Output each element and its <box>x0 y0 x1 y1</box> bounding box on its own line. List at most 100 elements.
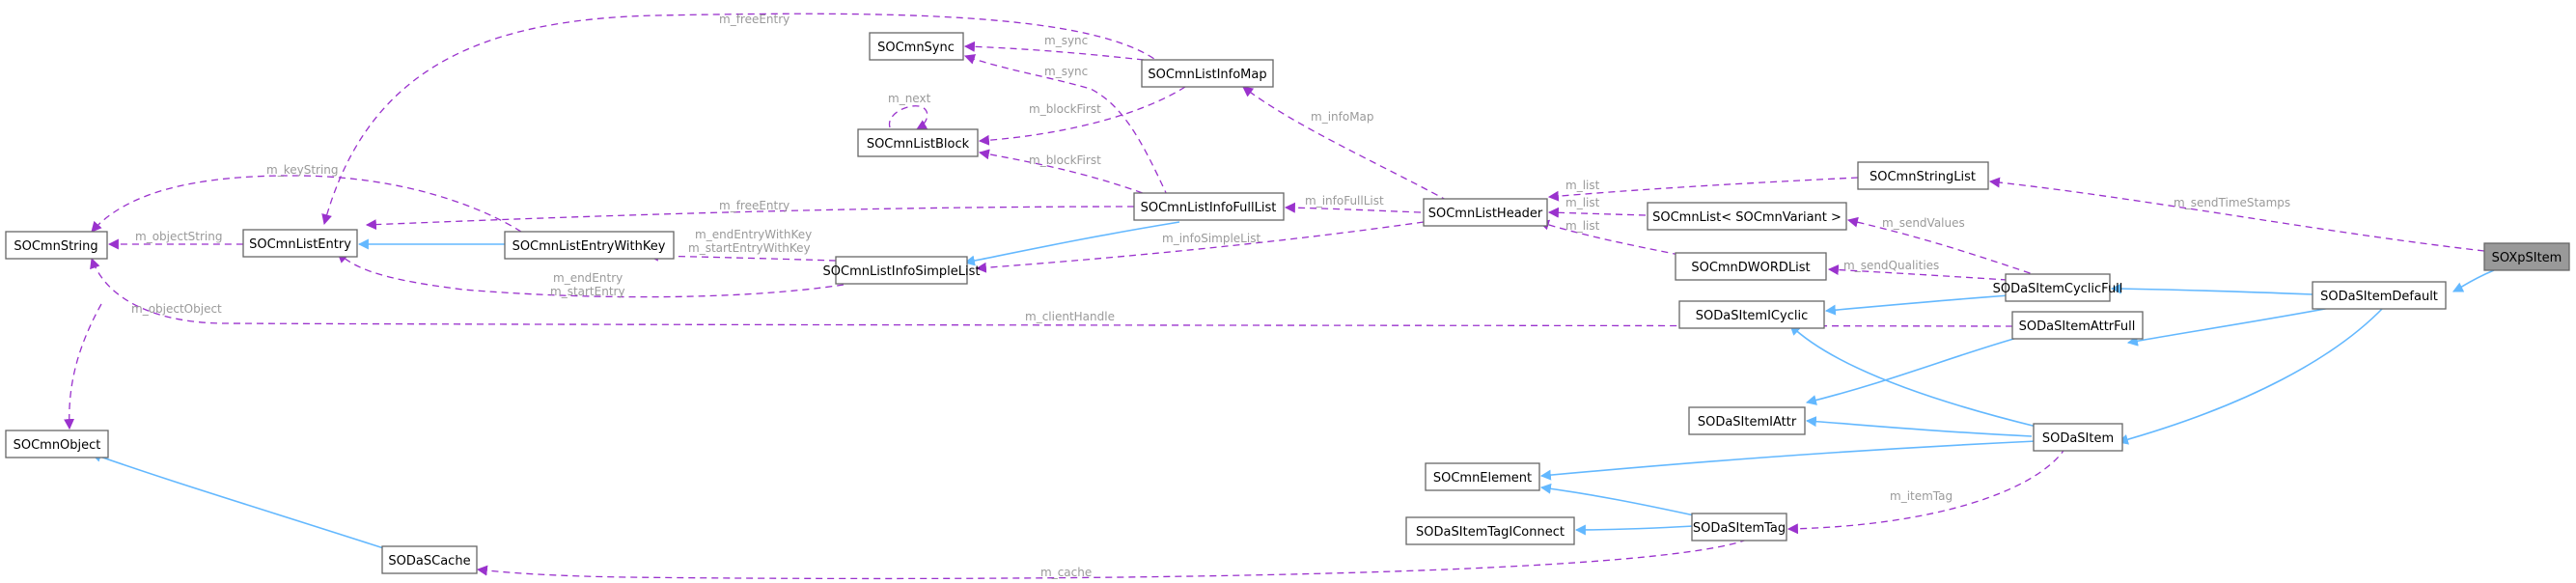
edge-m-sync-map <box>963 41 1145 61</box>
edge-m-sendTimeStamps <box>1988 177 2485 252</box>
label-m-endEntryWithKey: m_endEntryWithKey <box>695 228 812 241</box>
label-m-infoFullList: m_infoFullList <box>1305 194 1384 208</box>
node-label: SOCmnDWORDList <box>1691 261 1810 275</box>
edge-m-freeEntry-map <box>321 13 1164 226</box>
node-SODaSItemAttrFull[interactable]: SODaSItemAttrFull <box>2011 311 2144 340</box>
edge-m-itemTag <box>1787 447 2066 535</box>
edge-m-list-stringlist <box>1547 177 1859 202</box>
edge-m-infoFullList <box>1284 202 1422 213</box>
node-SODaSCache[interactable]: SODaSCache <box>381 545 478 574</box>
edge-m-list-dword <box>1537 219 1680 256</box>
label-m-clientHandle: m_clientHandle <box>1025 310 1115 323</box>
label-m-sendTimeStamps: m_sendTimeStamps <box>2174 196 2290 209</box>
label-m-list-dword: m_list <box>1565 219 1600 233</box>
label-m-sync-full: m_sync <box>1044 65 1088 78</box>
edge-m-blockFirst-map <box>978 86 1186 146</box>
node-SOCmnSync[interactable]: SOCmnSync <box>869 32 964 61</box>
edge-m-clientHandle <box>90 257 2013 327</box>
node-label: SOCmnListInfoSimpleList <box>823 264 981 279</box>
node-SOXpSItem[interactable]: SOXpSItem <box>2483 242 2570 271</box>
edge-m-infoSimpleList <box>975 221 1425 273</box>
label-m-endEntry: m_endEntry <box>553 271 623 285</box>
label-m-list-variant: m_list <box>1565 196 1600 209</box>
edge-default-to-attrfull <box>2126 306 2337 347</box>
node-SOCmnObject[interactable]: SOCmnObject <box>5 430 109 458</box>
node-SOCmnListInfoFullList[interactable]: SOCmnListInfoFullList <box>1133 192 1285 221</box>
node-SOCmnStringList[interactable]: SOCmnStringList <box>1857 161 1989 190</box>
edge-cache-to-object <box>90 452 397 553</box>
node-label: SOCmnListInfoMap <box>1148 68 1266 82</box>
node-label: SODaSItemDefault <box>2320 290 2438 304</box>
node-label: SODaSItemIAttr <box>1698 415 1797 430</box>
node-label: SODaSItemCyclicFull <box>1993 282 2123 296</box>
node-SOCmnListInfoSimpleList[interactable]: SOCmnListInfoSimpleList <box>823 256 981 285</box>
node-label: SOCmnElement <box>1433 471 1532 486</box>
edge-attrfull-to-iattr <box>1805 337 2018 405</box>
label-m-sendValues: m_sendValues <box>1882 216 1965 230</box>
node-SOCmnElement[interactable]: SOCmnElement <box>1425 462 1540 491</box>
edge-sitem-to-icyclic <box>1789 324 2037 428</box>
label-m-next: m_next <box>888 92 931 105</box>
edge-tag-to-element <box>1539 483 1700 517</box>
edge-cyclicfull-to-icyclic <box>1824 294 2010 316</box>
edge-default-to-cyclicfull <box>2110 283 2313 295</box>
node-label: SOCmnList< SOCmnVariant > <box>1652 210 1842 225</box>
node-SOCmnListVariant[interactable]: SOCmnList< SOCmnVariant > <box>1647 202 1847 231</box>
edge-m-next-self <box>888 105 928 130</box>
label-m-freeEntry-map: m_freeEntry <box>719 13 789 26</box>
node-SODaSItemTagIConnect[interactable]: SODaSItemTagIConnect <box>1405 516 1575 545</box>
node-SODaSItemDefault[interactable]: SODaSItemDefault <box>2312 281 2447 310</box>
node-SODaSItemIAttr[interactable]: SODaSItemIAttr <box>1688 406 1806 435</box>
node-label: SODaSItemTag <box>1693 521 1786 536</box>
edge-sitem-to-iattr <box>1805 416 2033 437</box>
edge-m-endEntryWithKey <box>647 250 837 262</box>
node-SOCmnListEntry[interactable]: SOCmnListEntry <box>242 229 358 258</box>
edge-m-freeEntry-full <box>365 206 1135 231</box>
edge-tag-to-tagiconnect <box>1574 524 1695 536</box>
node-SODaSItemCyclicFull[interactable]: SODaSItemCyclicFull <box>1993 273 2123 302</box>
node-SODaSItem[interactable]: SODaSItem <box>2033 423 2123 452</box>
label-m-sendQualities: m_sendQualities <box>1843 259 1939 272</box>
edge-m-keyString <box>91 175 522 233</box>
node-label: SOCmnSync <box>877 41 955 55</box>
label-m-blockFirst-map: m_blockFirst <box>1029 102 1101 116</box>
edge-m-sendQualities <box>1827 264 2008 281</box>
edge-xpsitem-to-default <box>2452 269 2495 292</box>
node-label: SODaSItemTagIConnect <box>1416 525 1565 540</box>
label-m-startEntry: m_startEntry <box>550 285 625 298</box>
inheritance-edges <box>90 221 2495 553</box>
node-label: SODaSItem <box>2042 431 2114 446</box>
node-label: SODaSItemICyclic <box>1696 309 1808 323</box>
node-label: SOCmnListHeader <box>1428 207 1543 221</box>
nodes: SOXpSItem SODaSItemDefault SODaSItemCycl… <box>5 32 2570 574</box>
label-m-objectString: m_objectString <box>135 230 222 243</box>
node-label: SOCmnObject <box>14 438 101 453</box>
node-label: SODaSCache <box>388 554 470 569</box>
label-m-sync-map: m_sync <box>1044 34 1088 47</box>
node-label: SOCmnStringList <box>1870 170 1976 184</box>
edge-m-sendValues <box>1846 216 2042 278</box>
node-label: SOCmnListInfoFullList <box>1141 201 1277 215</box>
label-m-itemTag: m_itemTag <box>1890 489 1953 503</box>
label-m-list-stringlist: m_list <box>1565 179 1600 192</box>
node-SOCmnListInfoMap[interactable]: SOCmnListInfoMap <box>1141 59 1274 88</box>
node-SODaSItemICyclic[interactable]: SODaSItemICyclic <box>1678 300 1825 329</box>
edge-sitem-to-element <box>1539 440 2037 481</box>
edge-fulllist-to-simplelist <box>963 221 1180 266</box>
node-SODaSItemTag[interactable]: SODaSItemTag <box>1691 513 1787 541</box>
node-SOCmnDWORDList[interactable]: SOCmnDWORDList <box>1675 252 1827 281</box>
node-SOCmnListHeader[interactable]: SOCmnListHeader <box>1423 198 1548 227</box>
edge-m-cache <box>476 539 1748 580</box>
node-SOCmnString[interactable]: SOCmnString <box>5 231 108 260</box>
node-SOCmnListEntryWithKey[interactable]: SOCmnListEntryWithKey <box>504 231 675 260</box>
label-m-cache: m_cache <box>1040 566 1092 579</box>
label-m-infoSimpleList: m_infoSimpleList <box>1162 232 1260 245</box>
node-label: SOCmnListEntry <box>249 237 351 252</box>
label-m-blockFirst-full: m_blockFirst <box>1029 153 1101 167</box>
edge-m-objectObject <box>64 303 102 430</box>
label-m-infoMap: m_infoMap <box>1311 110 1374 124</box>
node-label: SODaSItemAttrFull <box>2019 319 2136 334</box>
node-SOCmnListBlock[interactable]: SOCmnListBlock <box>857 128 979 157</box>
edge-m-endEntry <box>337 252 845 298</box>
